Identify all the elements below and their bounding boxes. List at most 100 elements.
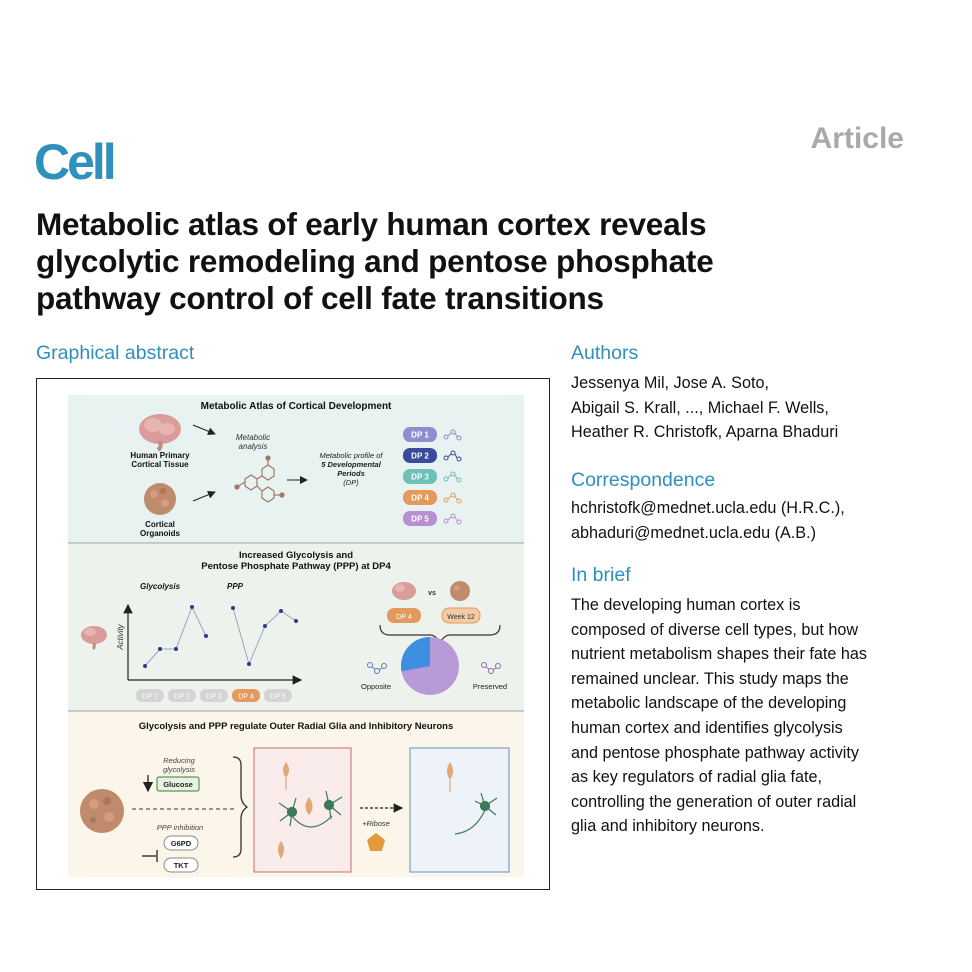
vs-label: vs	[428, 590, 436, 597]
brief-line: as key regulators of radial glia fate,	[571, 768, 823, 787]
brain-icon	[139, 414, 181, 452]
dp-pill-label: DP 2	[411, 452, 429, 461]
correspondence-emails: hchristofk@mednet.ucla.edu (H.R.C.), abh…	[571, 496, 921, 545]
dp-pill-label: DP 1	[411, 431, 429, 440]
brief-line: glia and inhibitory neurons.	[571, 817, 765, 836]
metabolite-icon	[443, 429, 462, 441]
organoid-label: Organoids	[140, 529, 181, 538]
profile-label: 5 Developmental	[321, 460, 382, 469]
panel-2-title: Pentose Phosphate Pathway (PPP) at DP4	[201, 561, 391, 572]
graphical-abstract-figure: Metabolic Atlas of Cortical Development …	[36, 378, 550, 890]
x-period-pill	[232, 689, 260, 702]
title-line: glycolytic remodeling and pentose phosph…	[36, 243, 714, 279]
g6pd-label: G6PD	[171, 839, 192, 848]
profile-label: Periods	[337, 469, 365, 478]
reducing-glycolysis-label: glycolysis	[163, 765, 195, 774]
metabolite-icon	[443, 471, 462, 483]
preserved-label: Preserved	[473, 682, 507, 691]
condition-brace	[232, 756, 249, 858]
brief-line: controlling the generation of outer radi…	[571, 792, 857, 811]
organoid-label: Cortical	[145, 520, 175, 529]
rescued-cells-panel	[409, 747, 510, 873]
metabolite-icon	[443, 513, 462, 525]
week-tag	[441, 607, 481, 624]
brief-line: metabolic landscape of the developing	[571, 694, 847, 713]
panel-1-background	[68, 395, 524, 543]
neuron-icon	[278, 790, 343, 828]
tkt-tag	[163, 857, 199, 873]
author-line: Abigail S. Krall, ..., Michael F. Wells,	[571, 398, 829, 417]
organoid-icon	[144, 483, 176, 515]
x-period-pill	[168, 689, 196, 702]
opposite-molecule-icon	[367, 662, 387, 674]
brief-line: composed of diverse cell types, but how	[571, 620, 859, 639]
molecule-icon	[234, 455, 285, 503]
journal-logo: Cell	[34, 134, 117, 190]
x-period-label: DP 1	[142, 694, 158, 701]
pie-slice-opposite	[401, 637, 430, 672]
author-line: Heather R. Christofk, Aparna Bhaduri	[571, 423, 839, 442]
brain-compare-icon	[392, 582, 416, 600]
email-link[interactable]: hchristofk@mednet.ucla.edu (H.R.C.),	[571, 499, 845, 517]
x-period-label: DP 5	[270, 694, 286, 701]
x-period-pill	[136, 689, 164, 702]
x-period-label: DP 3	[206, 694, 222, 701]
article-type-label: Article	[810, 122, 904, 155]
glycolysis-label: Glycolysis	[140, 582, 181, 591]
authors-list: Jessenya Mil, Jose A. Soto, Abigail S. K…	[571, 371, 921, 445]
x-period-pill	[200, 689, 228, 702]
organoid-compare-icon	[450, 581, 470, 601]
x-period-label: DP 2	[174, 694, 190, 701]
dp-pill	[403, 511, 437, 526]
brief-line: and pentose phosphate pathway activity	[571, 743, 859, 762]
opposite-label: Opposite	[361, 682, 391, 691]
author-line: Jessenya Mil, Jose A. Soto,	[571, 374, 769, 392]
human-tissue-label: Cortical Tissue	[131, 460, 189, 469]
opposite-preserved-pie	[401, 637, 459, 695]
authors-heading: Authors	[571, 342, 639, 364]
organoid-large-icon	[80, 789, 124, 833]
radial-glia-icon	[278, 762, 313, 859]
panel-2-title: Increased Glycolysis and	[239, 550, 353, 561]
rescued-radial-glia-icon	[447, 762, 453, 792]
reducing-glycolysis-label: Reducing	[163, 756, 196, 765]
glucose-label: Glucose	[163, 780, 193, 789]
title-line: Metabolic atlas of early human cortex re…	[36, 206, 707, 242]
dp-pill-label: DP 3	[411, 473, 429, 482]
article-title: Metabolic atlas of early human cortex re…	[36, 206, 916, 317]
dp-pill	[403, 469, 437, 484]
dp-pill-label: DP 5	[411, 515, 429, 524]
dp-pill	[403, 427, 437, 442]
g6pd-tag	[163, 835, 199, 851]
profile-label: Metabolic profile of	[320, 451, 384, 460]
panel-1-title: Metabolic Atlas of Cortical Development	[201, 401, 392, 412]
ribose-pentagon-icon	[367, 833, 385, 851]
x-period-label: DP 4	[238, 694, 254, 701]
profile-label: (DP)	[343, 478, 359, 487]
title-line: pathway control of cell fate transitions	[36, 280, 604, 316]
ribose-label: +Ribose	[362, 819, 390, 828]
panel-3-title: Glycolysis and PPP regulate Outer Radial…	[139, 721, 453, 732]
human-tissue-label: Human Primary	[130, 451, 190, 460]
brief-line: remained unclear. This study maps the	[571, 669, 849, 688]
brief-line: human cortex and identifies glycolysis	[571, 718, 843, 737]
dp-pill-label: DP 4	[411, 494, 429, 503]
dp4-tag-label: DP 4	[396, 614, 412, 621]
treated-cells-panel	[253, 747, 352, 873]
ppp-inhibition-label: PPP inhibition	[157, 823, 203, 832]
rescued-neuron-icon	[454, 792, 498, 835]
dp4-tag	[387, 608, 421, 623]
glucose-box	[156, 776, 200, 792]
in-brief-summary: The developing human cortex is composed …	[571, 593, 921, 839]
x-period-pill	[264, 689, 292, 702]
graphical-abstract-heading: Graphical abstract	[36, 342, 195, 364]
dp-pill	[403, 490, 437, 505]
brain-small-icon	[81, 626, 107, 651]
dp-pill	[403, 448, 437, 463]
activity-axis-label: Activity	[116, 623, 125, 650]
email-link[interactable]: abhaduri@mednet.ucla.edu (A.B.)	[571, 523, 816, 542]
brief-line: nutrient metabolism shapes their fate ha…	[571, 645, 868, 664]
week-tag-label: Week 12	[447, 614, 475, 621]
tkt-label: TKT	[174, 861, 189, 870]
metabolic-analysis-label: Metabolic	[236, 433, 270, 442]
